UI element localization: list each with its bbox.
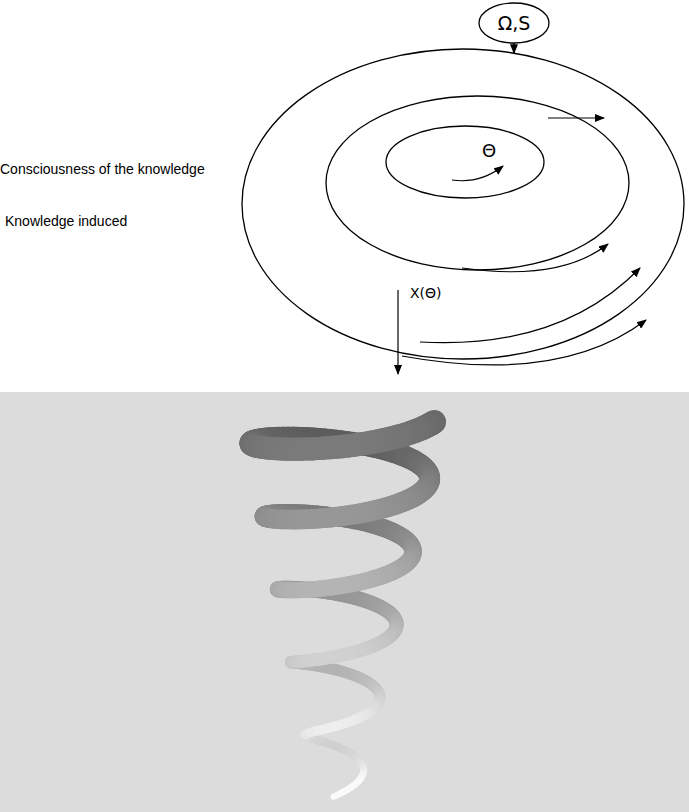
- ellipse-node: Consciousness of the knowledgeKnowledge …: [241, 48, 685, 360]
- curved-arrow: [462, 244, 608, 272]
- label-text: X(Θ): [410, 284, 442, 302]
- node-text: Θ: [482, 140, 496, 162]
- spiral-segment: [335, 721, 337, 731]
- grey-panel: [0, 392, 689, 812]
- spiral-segment: [335, 649, 338, 663]
- ellipse-outline: [241, 48, 685, 360]
- curved-arrow: [420, 268, 640, 343]
- ellipse-outline: [385, 125, 545, 199]
- curved-arrow: [452, 166, 503, 181]
- connector-arrow: [513, 43, 514, 53]
- node-text: Ω,S: [498, 12, 531, 35]
- ellipse-node: Θ: [385, 125, 545, 199]
- down-arrow: [397, 290, 398, 374]
- ellipse-outline: [325, 95, 630, 271]
- spiral-segment: [340, 577, 344, 594]
- spiral-segment: [336, 435, 342, 459]
- spiral-illustration: [251, 422, 434, 797]
- node-text: Knowledge induced: [5, 212, 127, 230]
- spiral-segment: [335, 508, 340, 527]
- node-text: Consciousness of the knowledge: [0, 160, 205, 178]
- spiral-segment: [335, 506, 340, 527]
- ellipse-node: Ω,S: [478, 2, 550, 44]
- ellipse-node: Knowledge inducedΘ: [325, 95, 630, 271]
- spiral-segment: [335, 792, 336, 799]
